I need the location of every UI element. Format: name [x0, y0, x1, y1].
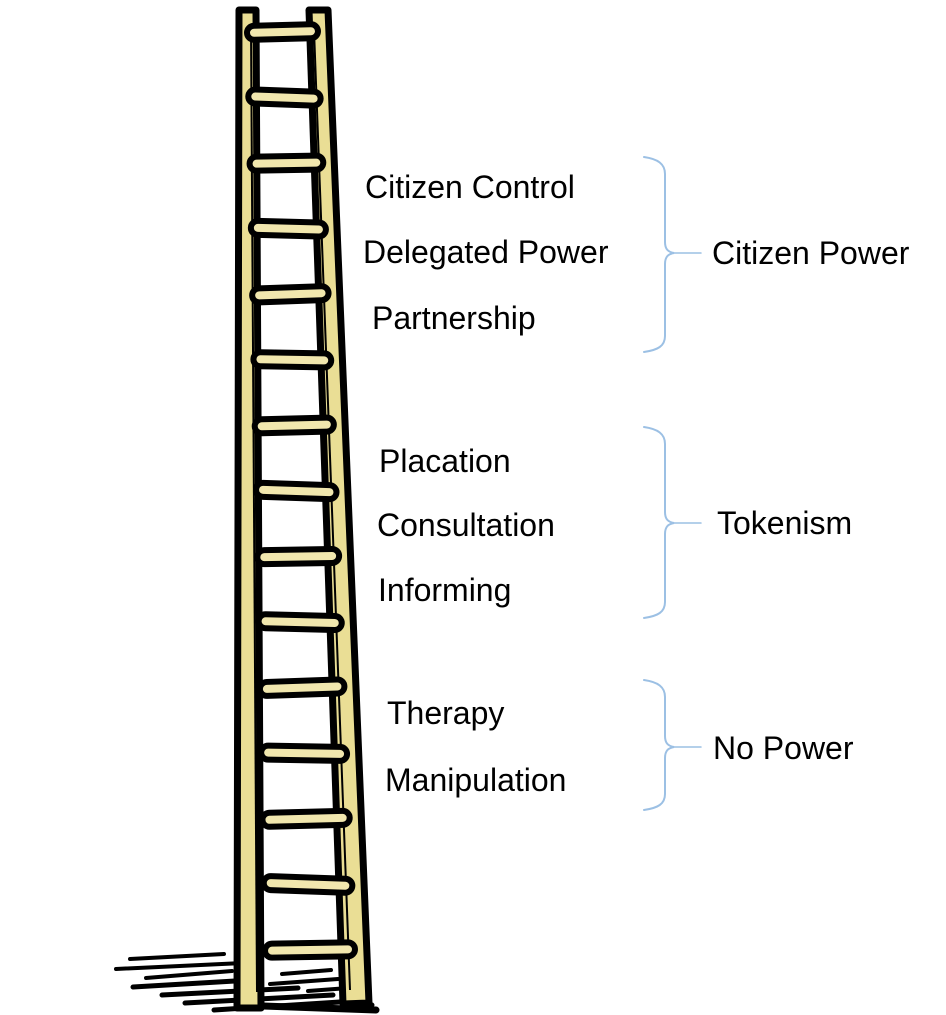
- ladder-rung: [246, 152, 327, 174]
- ladder-rung: [262, 939, 358, 961]
- ladder-right-rail-inner-line: [313, 29, 351, 991]
- ladder-rung: [250, 349, 335, 371]
- level-label-partnership: Partnership: [372, 300, 536, 336]
- ladder-rung: [259, 807, 353, 830]
- ladder-right-rail: [305, 6, 373, 1008]
- brace-no-power: [643, 679, 675, 811]
- ladder-rung: [244, 21, 321, 43]
- ladder-rung: [249, 283, 332, 306]
- level-label-delegated-power: Delegated Power: [363, 234, 609, 270]
- level-label-informing: Informing: [378, 572, 512, 608]
- ladder-rung: [245, 86, 324, 109]
- ladder-rung: [255, 611, 345, 634]
- ladder-rung: [254, 545, 343, 568]
- level-label-therapy: Therapy: [387, 695, 505, 731]
- bracket-tokenism: [643, 426, 702, 619]
- brace-citizen-power: [643, 156, 675, 353]
- level-label-citizen-control: Citizen Control: [365, 169, 575, 205]
- category-label-no-power: No Power: [713, 730, 854, 766]
- level-label-manipulation: Manipulation: [385, 762, 567, 798]
- ladder-rung: [258, 742, 351, 764]
- category-label-tokenism: Tokenism: [717, 505, 853, 541]
- level-label-consultation: Consultation: [377, 507, 555, 543]
- bracket-citizen-power: [643, 156, 702, 353]
- ladder-rung: [251, 414, 337, 437]
- category-label-citizen-power: Citizen Power: [712, 235, 910, 271]
- brace-tokenism: [643, 426, 675, 619]
- ladder-rung: [247, 217, 329, 240]
- ladder-rung: [260, 873, 356, 896]
- ladder-rungs: [244, 21, 358, 961]
- bracket-no-power: [643, 679, 702, 811]
- ladder-rung: [256, 676, 348, 699]
- level-label-placation: Placation: [379, 443, 511, 479]
- ladder-left-rail-inner-line: [250, 27, 258, 993]
- ladder-rung: [253, 479, 340, 503]
